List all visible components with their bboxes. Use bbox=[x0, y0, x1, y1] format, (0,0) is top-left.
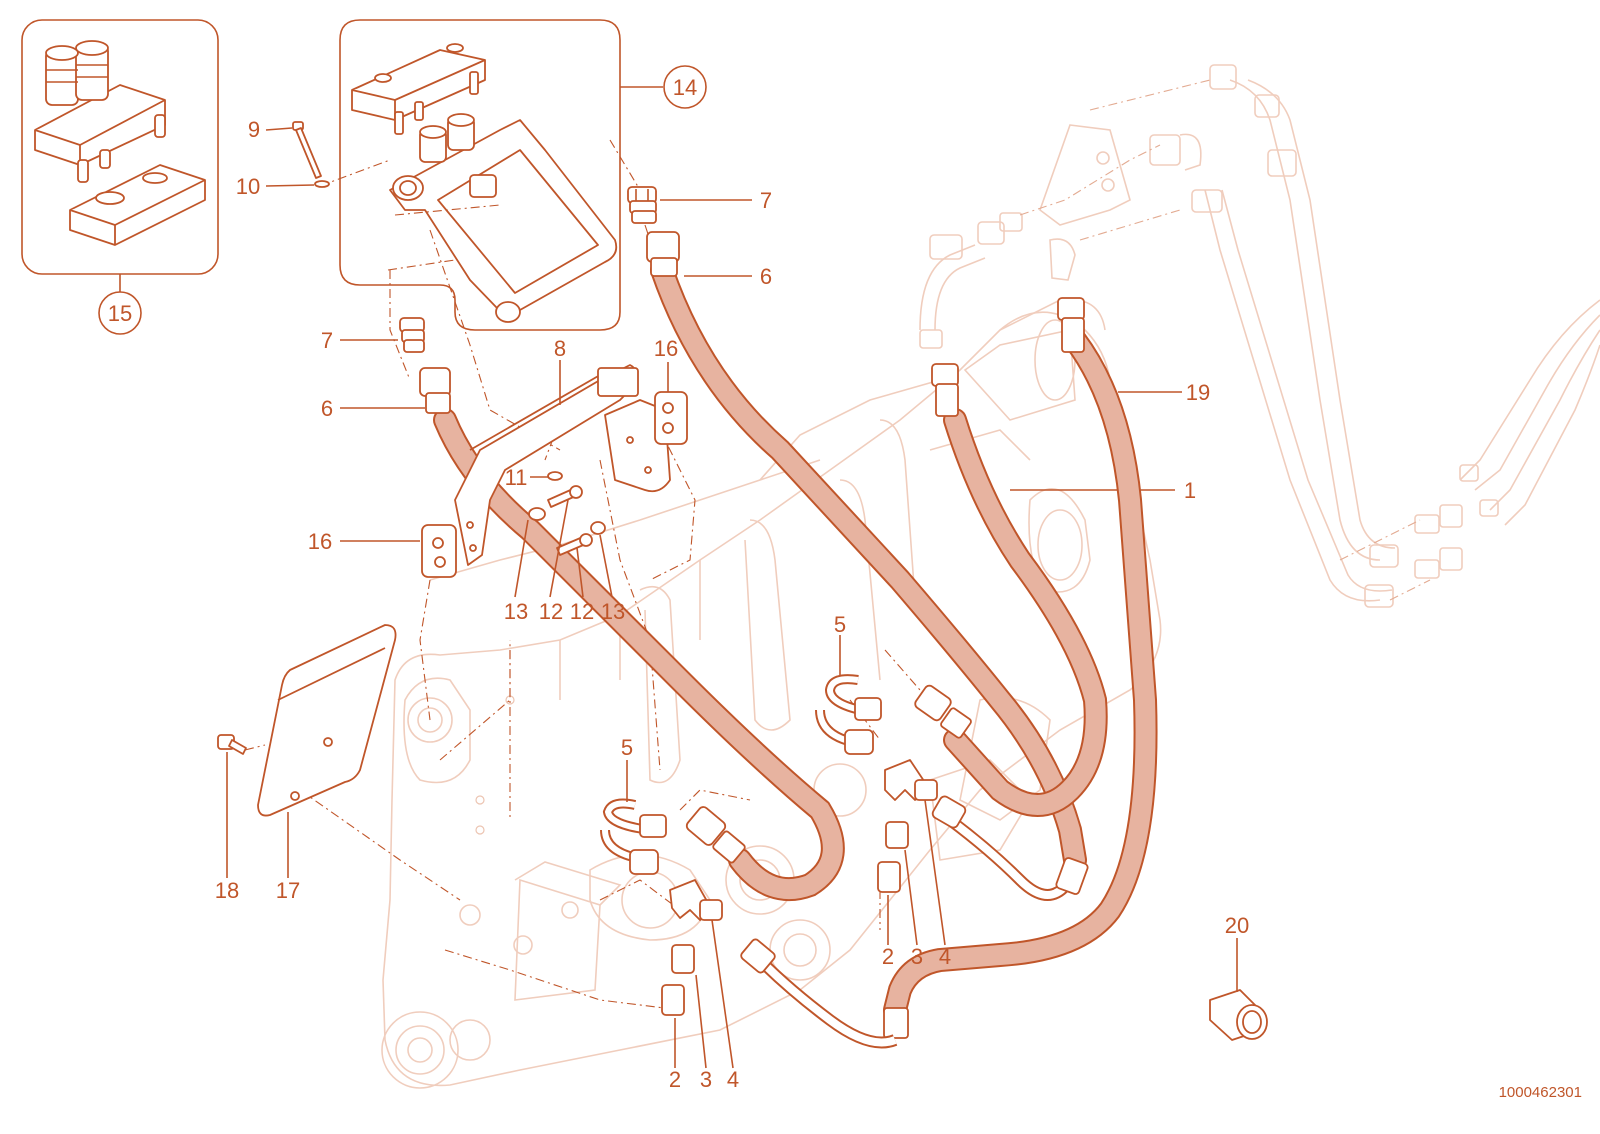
inset-box-14 bbox=[339, 19, 621, 331]
callout-9: 9 bbox=[248, 117, 260, 142]
callout-3-left: 3 bbox=[700, 1067, 712, 1092]
clamp-16-right bbox=[654, 391, 688, 445]
steel-tube-lower bbox=[740, 938, 898, 1049]
hose-6-upper bbox=[646, 231, 1087, 872]
bolt-18 bbox=[217, 734, 247, 755]
callout-1: 1 bbox=[1184, 478, 1196, 503]
bolt-9 bbox=[292, 121, 330, 188]
leader-12a bbox=[549, 499, 569, 598]
fitting-7-upper bbox=[627, 186, 657, 224]
u-tube-5-right bbox=[815, 674, 882, 755]
leader-10 bbox=[265, 184, 315, 187]
hose-1 bbox=[914, 363, 1108, 817]
callout-13b: 13 bbox=[601, 599, 625, 624]
callout-12b: 12 bbox=[570, 599, 594, 624]
background-hoses-right bbox=[919, 64, 1600, 608]
hose-6-left bbox=[419, 367, 845, 902]
inset-box-15 bbox=[21, 19, 219, 275]
callout-2-right: 2 bbox=[882, 944, 894, 969]
callout-12a: 12 bbox=[539, 599, 563, 624]
callout-3-right: 3 bbox=[911, 944, 923, 969]
hose-19 bbox=[883, 297, 1158, 1039]
assembly-dash-lines bbox=[244, 139, 921, 1011]
callout-8-label: 8 bbox=[554, 336, 566, 361]
callout-17: 17 bbox=[276, 878, 300, 903]
leader-3-right bbox=[904, 849, 918, 946]
document-number: 1000462301 bbox=[1499, 1084, 1582, 1101]
callout-circle-14 bbox=[663, 65, 707, 109]
callout-14: 14 bbox=[673, 75, 697, 100]
leader-4-left bbox=[711, 919, 734, 1069]
callout-19: 19 bbox=[1186, 380, 1210, 405]
callout-15: 15 bbox=[108, 301, 132, 326]
callout-7-upper: 7 bbox=[760, 188, 772, 213]
callout-13a: 13 bbox=[504, 599, 528, 624]
callout-6-upper: 6 bbox=[760, 264, 772, 289]
callout-4-left: 4 bbox=[727, 1067, 739, 1092]
callout-20: 20 bbox=[1225, 913, 1249, 938]
callout-10: 10 bbox=[236, 174, 260, 199]
callout-11: 11 bbox=[505, 465, 528, 490]
leader-13b bbox=[599, 534, 613, 598]
callout-6-left: 6 bbox=[321, 396, 333, 421]
callout-4-right: 4 bbox=[939, 944, 951, 969]
callout-7-left: 7 bbox=[321, 328, 333, 353]
callout-2-left: 2 bbox=[669, 1067, 681, 1092]
callout-18: 18 bbox=[215, 878, 239, 903]
leader-13a bbox=[514, 519, 529, 598]
callout-circle-15 bbox=[98, 291, 142, 335]
callout-5-right: 5 bbox=[834, 612, 846, 637]
fittings-2-3-4-right bbox=[877, 759, 967, 893]
fitting-20 bbox=[1209, 989, 1268, 1041]
clamp-16-left bbox=[421, 524, 457, 578]
leader-4-right bbox=[924, 799, 946, 946]
leader-12b bbox=[576, 547, 584, 598]
fitting-7-left bbox=[399, 317, 425, 353]
leader-9 bbox=[265, 127, 293, 131]
plate-17 bbox=[257, 624, 397, 817]
leader-3-left bbox=[695, 974, 707, 1069]
bracket-8 bbox=[454, 364, 671, 566]
steel-tube-right bbox=[946, 815, 1089, 901]
callout-16-right: 16 bbox=[654, 336, 678, 361]
fittings-2-3-4-left bbox=[661, 879, 723, 1016]
u-tube-5-left bbox=[600, 798, 667, 875]
callout-16-left: 16 bbox=[308, 529, 332, 554]
callout-5-left: 5 bbox=[621, 735, 633, 760]
